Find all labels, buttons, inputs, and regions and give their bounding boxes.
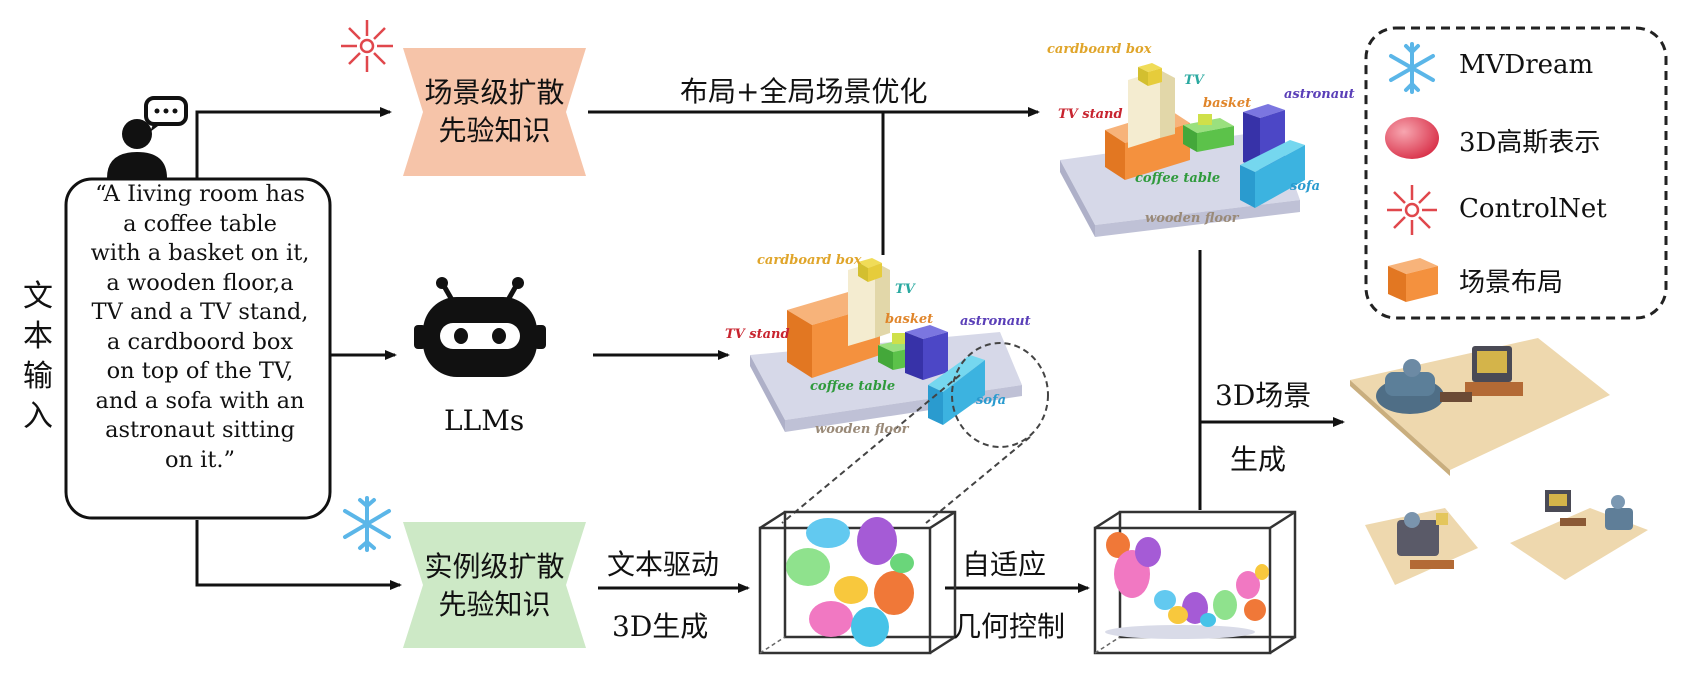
legend-controlnet-label: ControlNet xyxy=(1459,194,1607,224)
prompt-line: a wooden floor,a xyxy=(106,269,294,296)
prompt-line: on top of the TV, xyxy=(106,358,294,384)
scene-prior-box xyxy=(403,48,586,176)
focus-circle xyxy=(951,342,1049,448)
mid-coffee-table-label: coffee table xyxy=(810,379,896,394)
top-basket-label: basket xyxy=(1203,96,1252,111)
mid-tv-stand-label: TV stand xyxy=(725,327,790,342)
top-tv-stand-label: TV stand xyxy=(1058,107,1123,122)
legend-controlnet-icon xyxy=(1387,185,1437,235)
top-coffee-table-label: coffee table xyxy=(1135,171,1221,186)
robot-llm-icon xyxy=(414,277,546,377)
mid-sofa-label: sofa xyxy=(976,393,1007,408)
controlnet-icon xyxy=(341,20,393,72)
text-input-label: 文 本 输 入 xyxy=(18,277,58,437)
top-wooden-floor-label: wooden floor xyxy=(1145,211,1239,226)
user-speech-icon xyxy=(107,96,188,178)
legend-snowflake-icon xyxy=(1389,42,1435,94)
mid-astronaut-label: astronaut xyxy=(960,314,1031,329)
text-driven-label-1: 文本驱动 xyxy=(607,548,720,581)
text-input-char: 本 xyxy=(23,319,53,354)
llm-label: LLMs xyxy=(444,404,525,437)
mid-basket-label: basket xyxy=(885,312,934,327)
prompt-line: and a sofa with an xyxy=(95,387,305,414)
zoom-line-left xyxy=(781,374,961,524)
text-driven-label-2: 3D生成 xyxy=(612,610,709,643)
user-prompt-text: “A Iiving room has a coffee table with a… xyxy=(70,180,330,475)
gaussian-controlled-box xyxy=(1093,510,1297,655)
text-input-char: 入 xyxy=(23,399,53,434)
rendered-scene-main xyxy=(1350,338,1610,476)
prompt-line: TV and a TV stand, xyxy=(91,299,309,325)
text-input-char: 输 xyxy=(23,359,53,394)
arrow-text-to-instance-prior xyxy=(195,520,402,590)
text-input-char: 文 xyxy=(23,279,53,314)
layout-scene-mid xyxy=(750,258,1022,432)
scene-prior-line: 场景级扩散 xyxy=(424,76,565,109)
prompt-line: on it.” xyxy=(164,446,236,473)
rendered-scene-view-3 xyxy=(1510,490,1648,580)
top-sofa-label: sofa xyxy=(1290,179,1321,194)
zoom-line-right xyxy=(925,436,1031,524)
rendered-scene-view-2 xyxy=(1365,508,1478,585)
mid-wooden-floor-label: wooden floor xyxy=(815,422,909,437)
gaussian-instances-box xyxy=(758,510,957,655)
top-tv-label: TV xyxy=(1184,73,1204,88)
scene-gen-label-1: 3D场景 xyxy=(1215,379,1312,412)
instance-prior-text: 实例级扩散 先验知识 xyxy=(403,548,586,624)
global-optimization-label: 布局+全局场景优化 xyxy=(680,75,928,108)
legend-layout-icon xyxy=(1388,258,1438,302)
legend-layout-label: 场景布局 xyxy=(1459,268,1564,298)
prompt-box xyxy=(64,177,332,520)
legend-box xyxy=(1364,26,1668,320)
prompt-line: “A Iiving room has xyxy=(95,181,305,207)
prompt-line: a coffee table xyxy=(123,210,277,237)
legend-mvdream-label: MVDream xyxy=(1459,50,1594,80)
legend-gaussian-label: 3D高斯表示 xyxy=(1459,128,1601,158)
adaptive-geo-label-1: 自适应 xyxy=(962,548,1047,581)
mid-tv-label: TV xyxy=(895,282,915,297)
scene-prior-line: 先验知识 xyxy=(438,114,551,147)
layout-scene-top xyxy=(1060,63,1305,237)
scene-gen-label-2: 生成 xyxy=(1230,443,1287,476)
instance-prior-line: 先验知识 xyxy=(438,588,551,621)
legend-gaussian-icon xyxy=(1385,117,1439,159)
connector-lines xyxy=(195,107,1345,593)
prompt-line: astronaut sitting xyxy=(105,417,295,443)
prompt-line: a cardboord box xyxy=(106,328,294,355)
instance-prior-box xyxy=(403,522,586,648)
prompt-line: with a basket on it, xyxy=(90,240,310,266)
mid-cardboard-box-label: cardboard box xyxy=(757,253,862,268)
instance-prior-line: 实例级扩散 xyxy=(424,550,565,583)
top-astronaut-label: astronaut xyxy=(1284,87,1355,102)
adaptive-geo-label-2: 几何控制 xyxy=(953,610,1066,643)
top-cardboard-box-label: cardboard box xyxy=(1047,42,1152,57)
arrow-user-to-scene-prior xyxy=(195,107,392,178)
scene-prior-text: 场景级扩散 先验知识 xyxy=(403,74,586,150)
snowflake-icon xyxy=(343,496,391,552)
